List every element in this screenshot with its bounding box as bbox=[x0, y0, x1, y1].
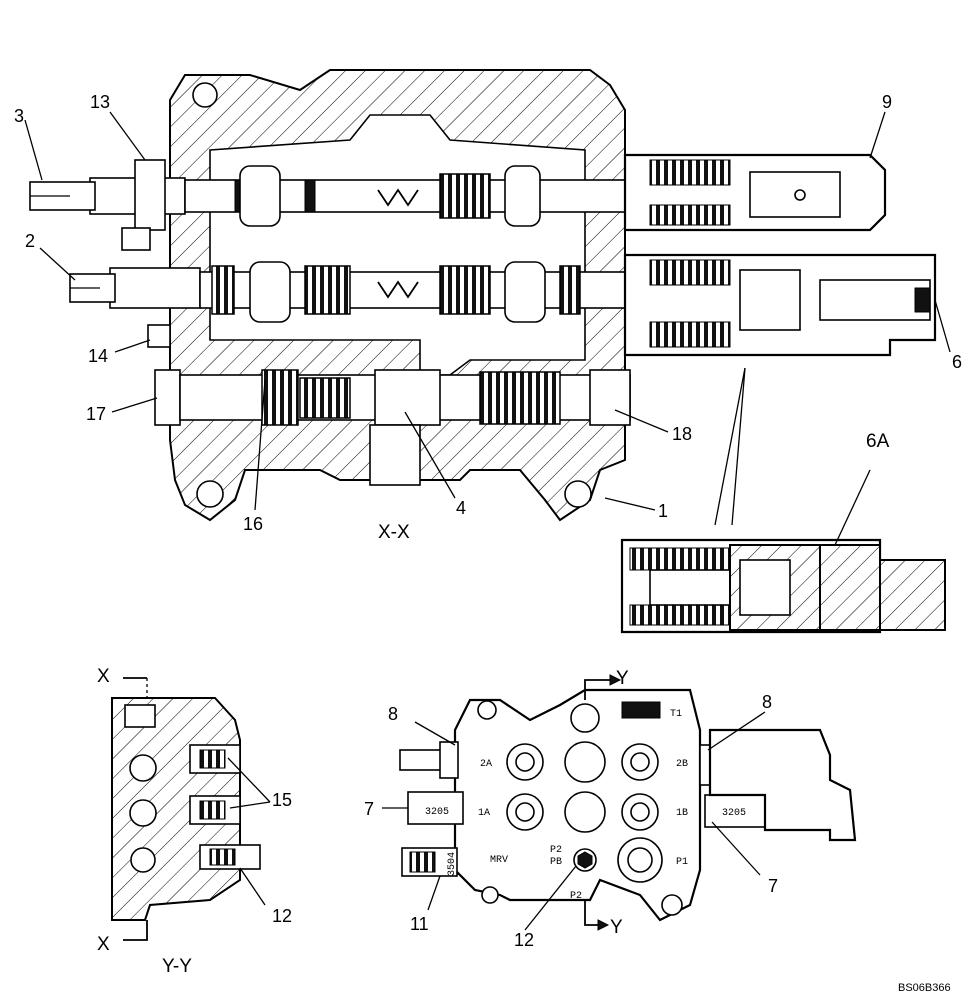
callout-12: 12 bbox=[514, 930, 534, 950]
center-plug-lower bbox=[564, 791, 606, 833]
mount-hole-bottom-right bbox=[564, 480, 592, 508]
callout-1: 1 bbox=[658, 501, 668, 521]
callout-3: 3 bbox=[14, 106, 24, 126]
port-label-p2-lower: P2 bbox=[570, 891, 582, 902]
port-t1-top bbox=[570, 703, 600, 733]
figure-id: BS06B366 bbox=[898, 982, 951, 994]
spool-upper-land bbox=[439, 173, 491, 219]
callout-13: 13 bbox=[90, 92, 110, 112]
spool-upper bbox=[29, 165, 636, 227]
exterior-spool-left-upper bbox=[399, 749, 446, 771]
callout-7-left: 7 bbox=[364, 799, 374, 819]
section-label-xx: X-X bbox=[378, 522, 410, 543]
callout-18: 18 bbox=[672, 424, 692, 444]
detail-6a-poppet bbox=[649, 569, 731, 606]
marker-x-bottom: X bbox=[97, 934, 110, 955]
marker-y-top: Y bbox=[616, 668, 629, 689]
port-label-p1: P1 bbox=[676, 857, 688, 868]
callout-4: 4 bbox=[456, 498, 466, 518]
spool-lower-poppet-left bbox=[249, 261, 291, 323]
callout-8-right: 8 bbox=[762, 692, 772, 712]
callout-labels: 3 13 2 14 17 16 4 1 18 9 6 15 12 8 8 7 7… bbox=[14, 92, 962, 977]
port-label-2b: 2B bbox=[676, 759, 688, 770]
bolt-head bbox=[121, 227, 151, 251]
relief-outlet bbox=[369, 424, 421, 486]
valve-exterior-view bbox=[399, 674, 857, 931]
callout-12-yy: 12 bbox=[272, 906, 292, 926]
exterior-cap-right bbox=[704, 794, 766, 828]
detent-6-ball bbox=[739, 269, 801, 331]
port-labels: T1 2A 2B 1A 1B P1 P2 PB P2 MRV 3205 3205… bbox=[425, 709, 746, 902]
callout-9: 9 bbox=[882, 92, 892, 112]
section-xx-view bbox=[29, 69, 937, 522]
seal-plate-13 bbox=[134, 159, 166, 231]
callout-15: 15 bbox=[272, 790, 292, 810]
yy-spool-2 bbox=[129, 799, 157, 827]
plug-14 bbox=[147, 324, 171, 348]
plug-17 bbox=[154, 369, 181, 426]
detail-6a bbox=[620, 367, 946, 634]
spool-lower-shaft-end bbox=[109, 267, 201, 309]
port-label-mrv: MRV bbox=[490, 855, 508, 866]
callout-8-left: 8 bbox=[388, 704, 398, 724]
callout-16: 16 bbox=[243, 514, 263, 534]
mount-hole-top bbox=[192, 82, 218, 108]
detent-cap-6 bbox=[623, 253, 937, 357]
yy-spool-1 bbox=[129, 754, 157, 782]
leader-lines bbox=[24, 111, 951, 931]
callout-2: 2 bbox=[25, 231, 35, 251]
center-plug-upper bbox=[564, 741, 606, 783]
yy-spool-3 bbox=[130, 847, 156, 873]
spring-cap-9 bbox=[623, 153, 887, 232]
callout-11: 11 bbox=[410, 914, 429, 934]
section-yy-view bbox=[111, 677, 261, 941]
code-label-relief: 3504 bbox=[447, 852, 458, 876]
section-label-6a: 6A bbox=[866, 431, 890, 452]
spool-upper-poppet-left bbox=[239, 165, 281, 227]
section-label-yy: Y-Y bbox=[162, 956, 192, 977]
code-label-right: 3205 bbox=[722, 808, 746, 819]
spool-upper-poppet-right bbox=[504, 165, 541, 227]
internal-gallery bbox=[209, 114, 586, 376]
port-label-pb: PB bbox=[550, 857, 562, 868]
spool-lower bbox=[69, 261, 671, 323]
marker-x-top: X bbox=[97, 666, 110, 687]
mount-hole-bottom-left bbox=[196, 480, 224, 508]
code-label-left: 3205 bbox=[425, 807, 449, 818]
port-label-1b: 1B bbox=[676, 808, 688, 819]
exterior-detent-housing bbox=[708, 728, 857, 842]
detail-6a-cap bbox=[879, 559, 946, 631]
port-label-1a: 1A bbox=[478, 808, 490, 819]
plug-18 bbox=[589, 369, 631, 426]
port-label-2a: 2A bbox=[480, 759, 492, 770]
spool-lower-poppet-right bbox=[504, 261, 546, 323]
exterior-cap-left bbox=[407, 791, 464, 825]
callout-6: 6 bbox=[952, 352, 962, 372]
callout-17: 17 bbox=[86, 404, 106, 424]
port-label-p2-upper: P2 bbox=[550, 845, 562, 856]
callout-14: 14 bbox=[88, 346, 108, 366]
nameplate bbox=[621, 701, 661, 719]
port-label-t1: T1 bbox=[670, 709, 682, 720]
marker-y-bottom: Y bbox=[610, 917, 623, 938]
callout-7-right: 7 bbox=[768, 876, 778, 896]
